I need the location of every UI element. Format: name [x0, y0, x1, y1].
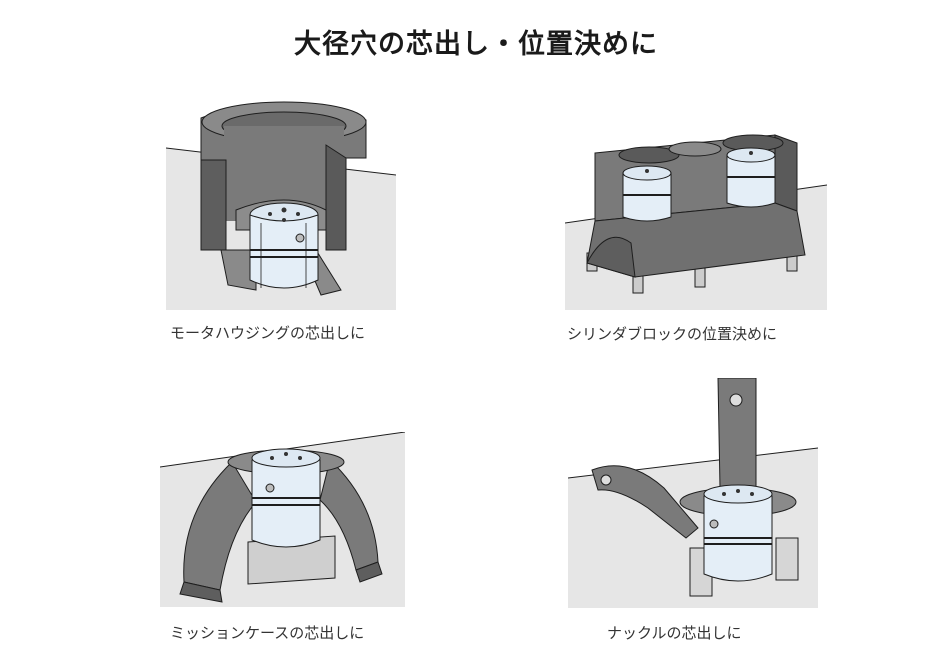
- knuckle-illustration: [568, 378, 818, 608]
- figure-knuckle: [568, 378, 818, 608]
- cylinder-block-illustration: [565, 134, 827, 310]
- figure-mission-case: [160, 432, 405, 607]
- mission-case-illustration: [160, 432, 405, 607]
- caption-cylinder-block: シリンダブロックの位置決めに: [567, 325, 778, 343]
- caption-knuckle: ナックルの芯出しに: [607, 624, 742, 642]
- page-title: 大径穴の芯出し・位置決めに: [294, 29, 658, 60]
- motor-housing-illustration: [166, 101, 396, 310]
- figure-cylinder-block: [565, 125, 827, 310]
- caption-mission-case: ミッションケースの芯出しに: [170, 624, 365, 642]
- caption-motor-housing: モータハウジングの芯出しに: [170, 324, 366, 342]
- figure-motor-housing: [166, 100, 396, 310]
